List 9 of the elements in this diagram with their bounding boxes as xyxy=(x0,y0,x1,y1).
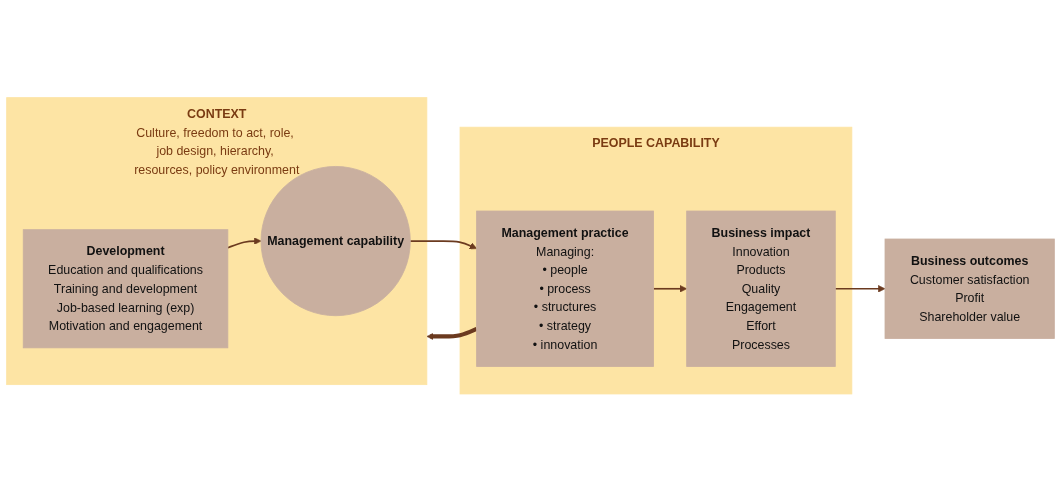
arrow xyxy=(426,326,478,340)
arrow xyxy=(834,284,886,293)
node-box: Management practice Managing: • people • process • structures • strategy • innovation xyxy=(476,210,654,367)
node-box: Development Education and qualifications Training and development Job-based learning (exp) Motivation and engagement xyxy=(22,228,229,348)
arrow xyxy=(409,239,477,249)
arrow xyxy=(227,237,262,249)
node-box: Business outcomes Customer satisfaction Profit Shareholder value xyxy=(884,238,1055,339)
arrow xyxy=(652,284,687,293)
node-box: Business impact Innovation Products Quality Engagement Effort Processes xyxy=(686,210,836,367)
